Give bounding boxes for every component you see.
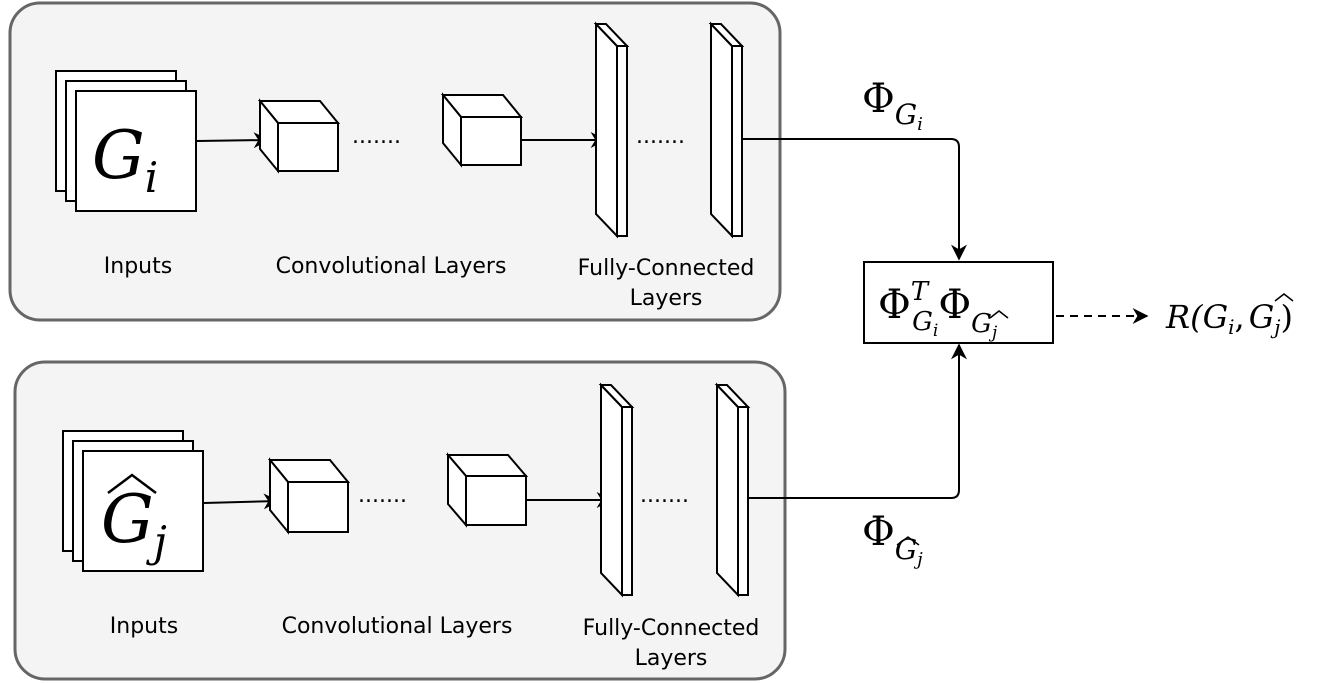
bottom-fc-dots: .......: [640, 483, 689, 508]
top-panel: [8, 1, 782, 322]
bottom-panel: [13, 360, 787, 681]
bottom-input-hat: [107, 473, 157, 494]
phi-bottom-label: ΦGj: [862, 509, 923, 570]
bottom-output-connector: [748, 343, 967, 499]
top-branch: Gi ....... .......: [8, 1, 782, 322]
bottom-fc-layer-1: [598, 382, 635, 598]
phi-top-label: ΦGi: [862, 76, 923, 135]
bottom-input-symbol: G: [101, 481, 154, 558]
top-label-fc-2: Layers: [630, 286, 703, 311]
top-fc-dots: .......: [636, 124, 685, 149]
top-conv-cube-1: [257, 98, 341, 174]
top-fc-layer-1: [593, 21, 630, 239]
svg-text:R(Gi,Gj): R(Gi,Gj): [1165, 298, 1293, 339]
bottom-arrow-input-conv: [203, 493, 280, 510]
top-label-fc-1: Fully-Connected: [578, 256, 755, 281]
bottom-fc-layer-2: [714, 382, 751, 598]
top-input-subscript: i: [145, 153, 158, 202]
svg-text:ΦGj: ΦGj: [862, 509, 923, 570]
top-input-symbol: G: [92, 117, 145, 194]
bottom-input-stack: Gj: [62, 430, 204, 572]
top-fc-layer-2: [708, 21, 745, 239]
bottom-branch: Gj ....... .......: [13, 360, 787, 681]
top-input-stack: Gi: [55, 70, 197, 212]
bottom-label-fc-1: Fully-Connected: [583, 616, 760, 641]
top-output-connector: [742, 138, 967, 261]
top-conv-cube-2: [440, 92, 524, 168]
bottom-label-inputs: Inputs: [110, 614, 178, 639]
bottom-conv-dots: .......: [358, 483, 407, 508]
bottom-label-conv: Convolutional Layers: [282, 614, 513, 639]
top-label-conv: Convolutional Layers: [276, 254, 507, 279]
bottom-conv-cube-2: [445, 452, 529, 528]
svg-text:Gj: Gj: [101, 481, 167, 566]
top-arrow-input-conv: [196, 132, 270, 149]
top-conv-dots: .......: [352, 124, 401, 149]
svg-text:Gi: Gi: [92, 117, 158, 202]
bottom-label-fc-2: Layers: [635, 646, 708, 671]
bottom-conv-cube-1: [267, 457, 351, 535]
top-label-inputs: Inputs: [104, 254, 172, 279]
output-expression: R(Gi,Gj): [1165, 293, 1294, 339]
